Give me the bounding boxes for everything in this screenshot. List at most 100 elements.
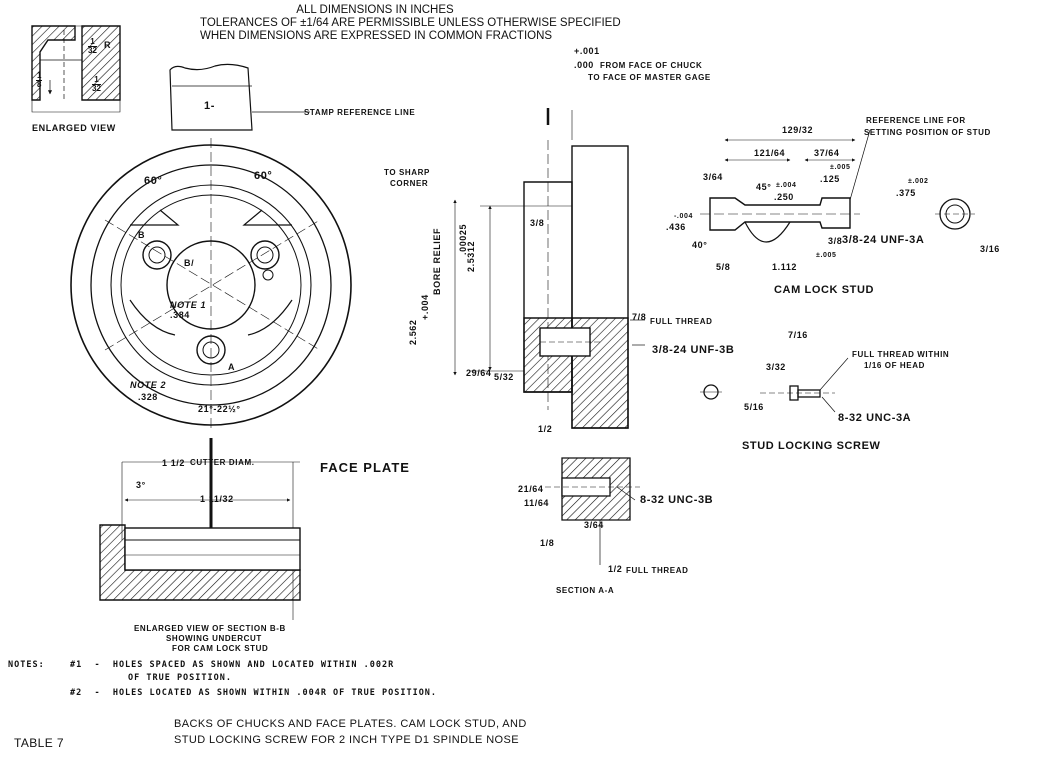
frac-7-8: 7/8 [632,312,647,322]
dim-3-32: 3/32 [766,362,786,372]
bore-relief-label: BORE RELIEF [432,227,442,295]
angle-45: 45° [756,182,772,192]
note2-callout: NOTE 2 [130,380,167,390]
tolerance-desc-1: FROM FACE OF CHUCK [600,61,703,70]
dim-3-8: 3/8 [828,236,843,246]
dim-436: .436 [666,222,686,232]
notes-label: NOTES: [8,660,45,670]
enlarged-view-thirtysecond: 1 32 [92,75,101,93]
note1-value: .384 [170,310,190,320]
enlarged-view-sketch [31,25,121,113]
tolerance-zero: .000 [574,60,594,70]
dim-11-64: 11/64 [524,498,550,508]
section-aa-drawing [545,457,640,521]
frac-5-32: 5/32 [494,372,514,382]
screw-thread: 8-32 UNC-3A [838,412,912,424]
note-1-line-2: OF TRUE POSITION. [128,673,232,683]
header-notes: ALL DIMENSIONS IN INCHES TOLERANCES OF ±… [200,4,621,43]
full-thread-within-1: FULL THREAD WITHIN [852,350,950,359]
chuck-face-view [70,138,352,460]
footer-caption-1: BACKS OF CHUCKS AND FACE PLATES. CAM LOC… [174,718,527,730]
thread-unf-3b: 3/8-24 UNF-3B [652,344,735,356]
dim-125: .125 [820,174,840,184]
section-aa-title: SECTION A-A [556,586,615,595]
enlarged-view-radius-suffix: R [104,40,112,50]
dim-121-64: 121/64 [754,148,786,158]
dim-375: .375 [896,188,916,198]
dim-112: 1.112 [772,262,798,272]
stamp-mark: 1- [204,100,215,112]
face-plate-title: FACE PLATE [320,460,410,475]
stamp-reference-label: STAMP REFERENCE LINE [304,108,416,117]
dim-3-64: 3/64 [703,172,723,182]
face-plate-caption-1: ENLARGED VIEW OF SECTION B-B [134,624,286,633]
dim-7-16: 7/16 [788,330,808,340]
header-line-3: WHEN DIMENSIONS ARE EXPRESSED IN COMMON … [200,30,553,42]
note-2: #2 - HOLES LOCATED AS SHOWN WITHIN .004R… [70,688,438,698]
note2-value: .328 [138,392,158,402]
chuck-section-view [453,108,629,429]
enlarged-view-radius: 1 32 [88,37,97,55]
face-plate-caption-3: FOR CAM LOCK STUD [172,644,269,653]
stud-locking-screw-title: STUD LOCKING SCREW [742,440,881,452]
dim-5-16: 5/16 [744,402,764,412]
full-thread-within-2: 1/16 OF HEAD [864,361,925,370]
table-number: TABLE 7 [14,736,64,750]
face-plate-section [99,440,301,620]
sharp-corner-1: TO SHARP [384,168,430,177]
header-line-2: TOLERANCES OF ±1/64 ARE PERMISSIBLE UNLE… [200,17,621,29]
enlarged-view-eighth: 1 8 [36,71,43,89]
stamp-reference-sketch [169,63,310,131]
dim-375-tol: ±.002 [908,178,929,185]
footer-caption-2: STUD LOCKING SCREW FOR 2 INCH TYPE D1 SP… [174,734,519,746]
frac-1-2-aa: 1/2 [608,564,623,574]
section-b1-marker: B/ [184,258,195,268]
angle-right-60: 60° [254,170,273,182]
header-line-1: ALL DIMENSIONS IN INCHES [296,4,454,16]
dim-125-tol: ±.005 [830,164,851,171]
angle-40: 40° [692,240,708,250]
full-thread-label: FULL THREAD [650,317,713,326]
reference-line-2: SETTING POSITION OF STUD [864,128,991,137]
dim-436-tol: -.004 [674,213,693,220]
tolerance-desc-2: TO FACE OF MASTER GAGE [588,73,711,82]
face-plate-caption-2: SHOWING UNDERCUT [166,634,262,643]
dim-5-8: 5/8 [716,262,731,272]
angle-bottom: 21°-22½° [198,404,241,414]
taper-tol: .00025 [458,223,468,255]
dim-112-tol: ±.005 [816,252,837,259]
full-thread-aa: FULL THREAD [626,566,689,575]
cam-lock-stud-title: CAM LOCK STUD [774,284,875,296]
note1-callout: NOTE 1 [170,300,207,310]
dim-250: .250 [774,192,794,202]
frac-3-8-bore: 3/8 [530,218,545,228]
angle-3: 3° [136,480,146,490]
dim-3-16: 3/16 [980,244,1000,254]
note-1-line-1: #1 - HOLES SPACED AS SHOWN AND LOCATED W… [70,660,395,670]
tolerance-plus: +.001 [574,46,600,56]
cam-lock-stud-drawing [700,138,975,243]
section-a-marker: A [228,362,236,372]
sharp-corner-2: CORNER [390,179,429,188]
dim-37-64: 37/64 [814,148,840,158]
dim-21-64: 21/64 [518,484,544,494]
cam-lock-thread: 3/8-24 UNF-3A [842,234,925,246]
dim-250-tol: ±.004 [776,182,797,189]
frac-29-64: 29/64 [466,368,492,378]
dim-3-64-aa: 3/64 [584,520,604,530]
angle-left-60: 60° [144,175,163,187]
stud-locking-screw-drawing [700,384,835,401]
section-b-marker: B [138,230,146,240]
cutter-diam-label: CUTTER DIAM. [190,458,255,467]
dim-129-32: 129/32 [782,125,814,135]
dim-1-8: 1/8 [540,538,555,548]
bore-dim: 2.562 [408,319,418,345]
enlarged-view-label: ENLARGED VIEW [32,123,116,133]
section-aa-thread: 8-32 UNC-3B [640,494,714,506]
dim-1-11-32: 1 11/32 [200,494,234,504]
cutter-fraction: 1 1/2 [162,458,186,468]
reference-line-1: REFERENCE LINE FOR [866,116,966,125]
frac-1-2: 1/2 [538,424,553,434]
bore-tol: +.004 [420,294,430,320]
